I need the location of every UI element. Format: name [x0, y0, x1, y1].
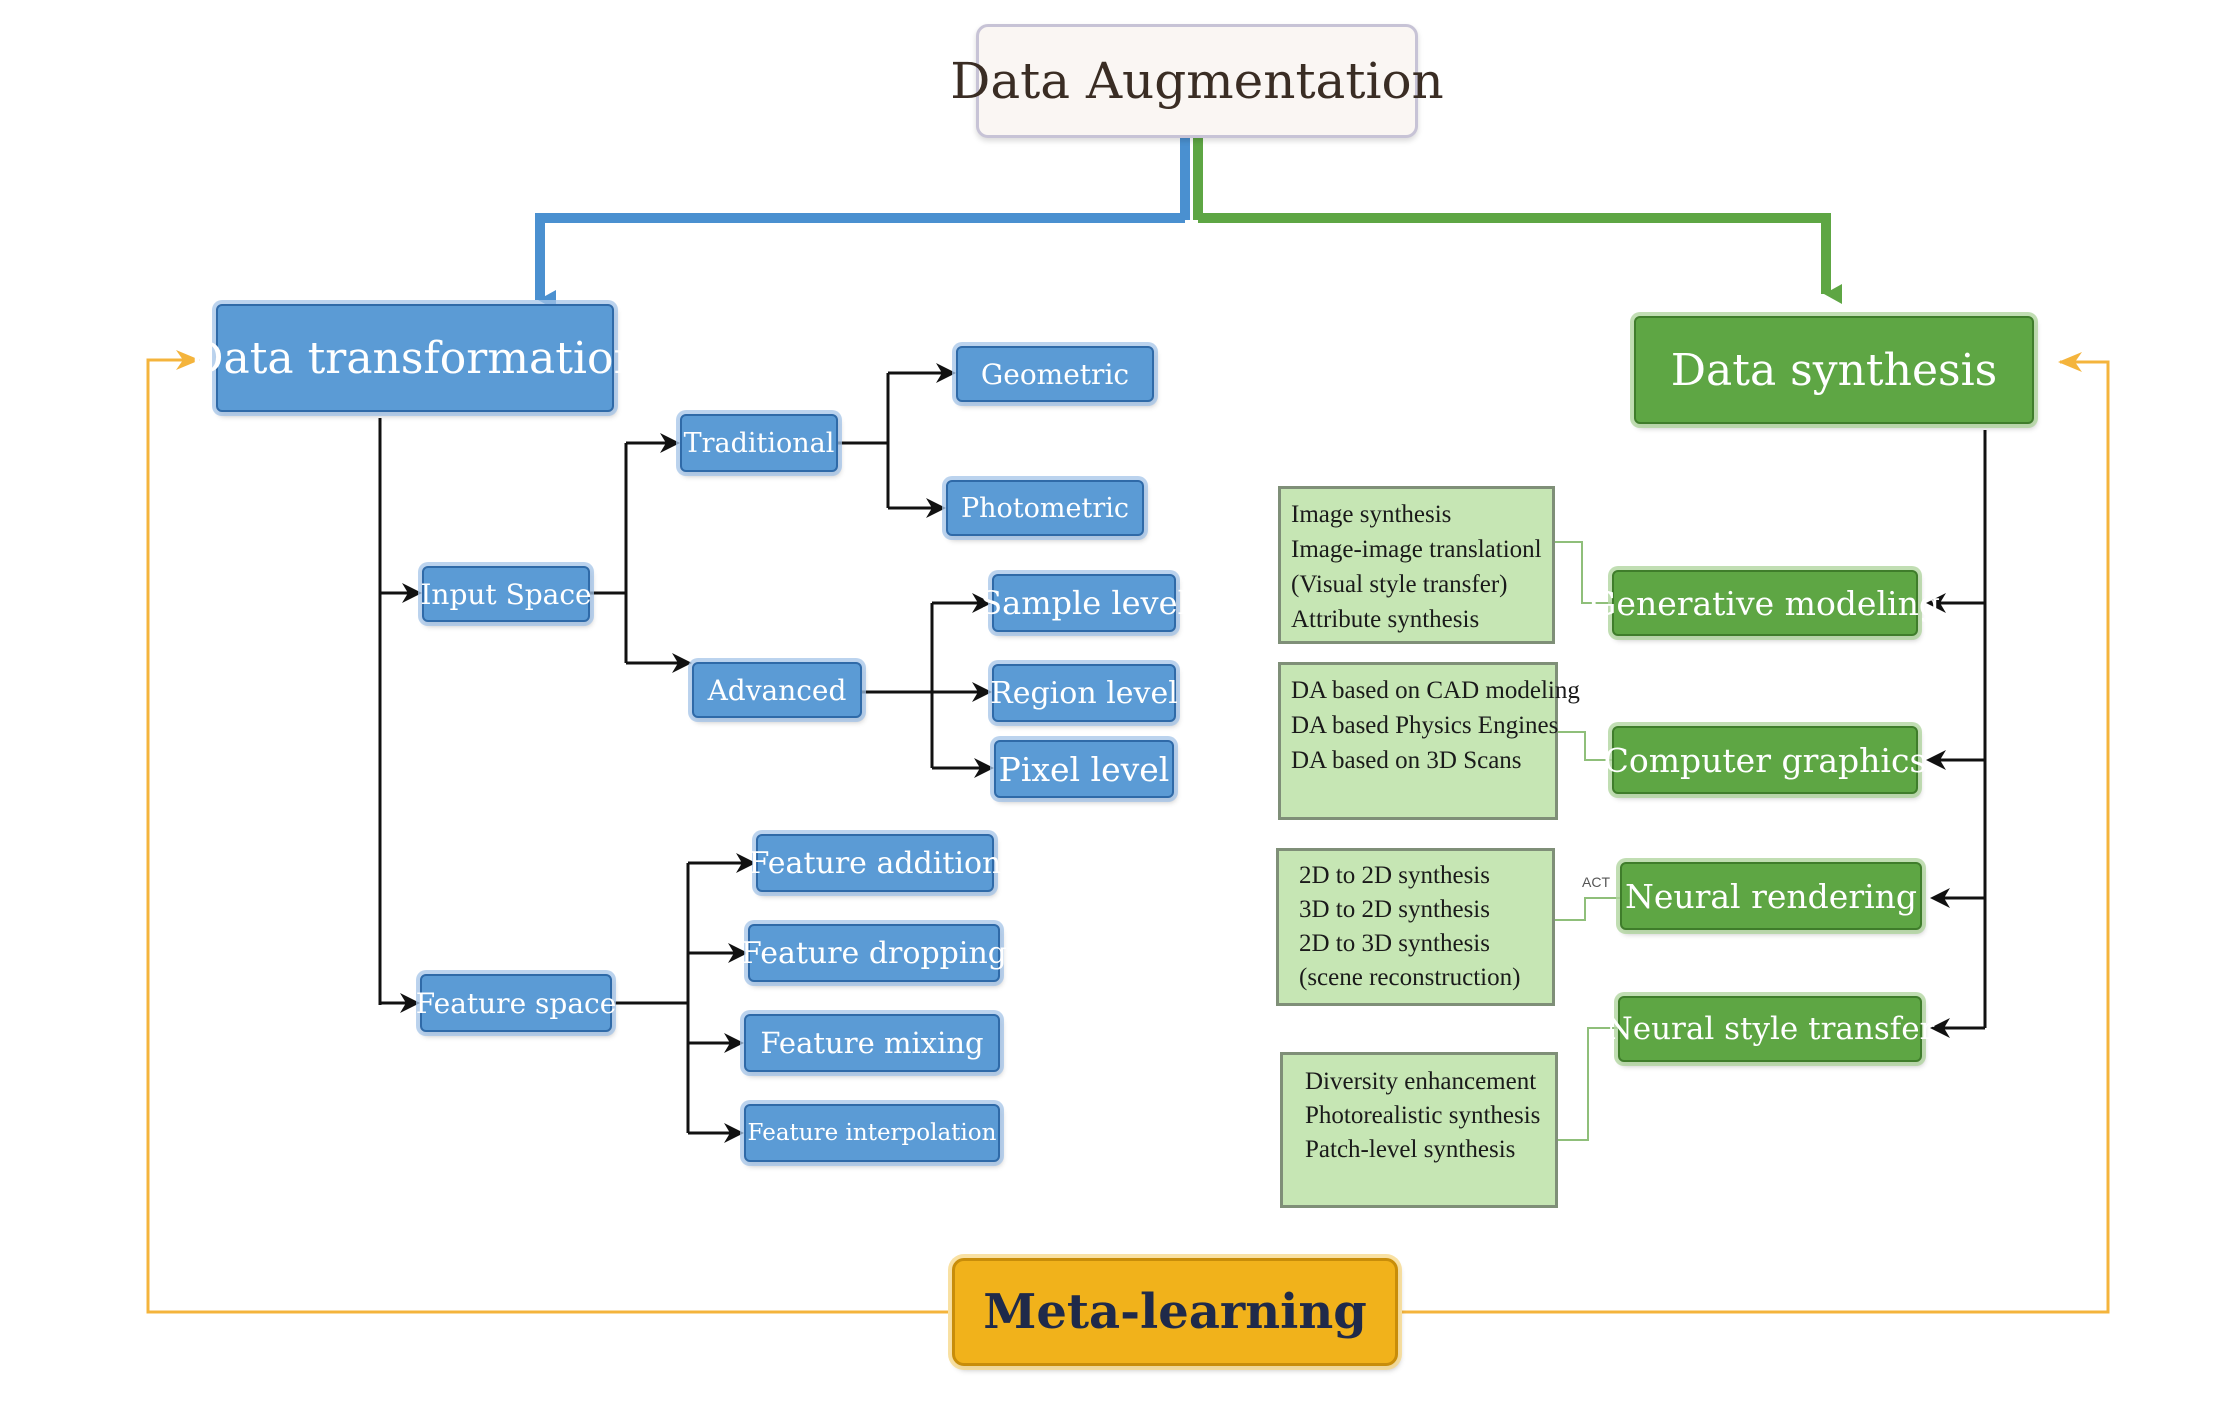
rendering-detail-item: 2D to 3D synthesis	[1299, 930, 1490, 957]
right-tree-lines	[1926, 430, 1987, 1038]
photometric-node: Photometric	[946, 480, 1144, 536]
computer-graphics-node: Computer graphics	[1604, 726, 1926, 794]
feature-addition-node: Feature addition	[749, 834, 1001, 892]
pixel-level-node: Pixel level	[994, 740, 1174, 798]
left-tree-lines	[378, 363, 994, 1143]
generative-detail-item: Image-image translationl	[1291, 536, 1542, 563]
region-level-node: Region level	[990, 664, 1178, 722]
geometric-node: Geometric	[956, 346, 1154, 402]
neural-rendering-node: Neural rendering	[1620, 862, 1922, 930]
generative-detail-item: (Visual style transfer)	[1291, 571, 1508, 598]
rendering-details-box: 2D to 2D synthesis 3D to 2D synthesis 2D…	[1276, 848, 1555, 1006]
style-detail-item: Photorealistic synthesis	[1305, 1102, 1541, 1129]
generative-detail-item: Image synthesis	[1291, 501, 1452, 528]
feature-mixing-node: Feature mixing	[744, 1014, 1000, 1072]
sample-level-node: Sample level	[980, 574, 1188, 632]
meta-feedback-loop	[146, 350, 2110, 1314]
data-augmentation-node: Data Augmentation	[950, 24, 1444, 138]
detail-connectors	[1555, 541, 1620, 1141]
neural-style-transfer-node: Neural style transfer	[1606, 996, 1934, 1062]
graphics-detail-item: DA based on CAD modeling	[1291, 677, 1580, 704]
style-details-box: Diversity enhancement Photorealistic syn…	[1280, 1052, 1558, 1208]
rendering-detail-item: 2D to 2D synthesis	[1299, 862, 1490, 889]
graphics-detail-item: DA based on 3D Scans	[1291, 747, 1522, 774]
top-split-green	[1193, 138, 1842, 304]
graphics-detail-item: DA based Physics Engines	[1291, 712, 1559, 739]
data-transformation-node: Data transformation	[188, 304, 642, 412]
traditional-node: Traditional	[680, 414, 838, 472]
style-detail-item: Patch-level synthesis	[1305, 1136, 1516, 1163]
style-detail-item: Diversity enhancement	[1305, 1068, 1537, 1095]
feature-space-node: Feature space	[416, 974, 616, 1032]
data-synthesis-node: Data synthesis	[1634, 316, 2034, 424]
generative-details-box: Image synthesis Image-image translationl…	[1278, 486, 1555, 644]
generative-modeling-node: Generative modeling	[1590, 570, 1940, 636]
top-split-blue	[535, 138, 1190, 310]
rendering-detail-item: (scene reconstruction)	[1299, 964, 1521, 991]
input-space-node: Input Space	[420, 566, 592, 622]
feature-interpolation-node: Feature interpolation	[744, 1104, 1000, 1162]
graphics-details-box: DA based on CAD modeling DA based Physic…	[1278, 662, 1580, 820]
advanced-node: Advanced	[692, 662, 862, 718]
feature-dropping-node: Feature dropping	[741, 924, 1007, 982]
act-label: ACT	[1582, 874, 1610, 890]
generative-detail-item: Attribute synthesis	[1291, 606, 1480, 633]
rendering-detail-item: 3D to 2D synthesis	[1299, 896, 1490, 923]
meta-learning-node: Meta-learning	[952, 1258, 1398, 1366]
